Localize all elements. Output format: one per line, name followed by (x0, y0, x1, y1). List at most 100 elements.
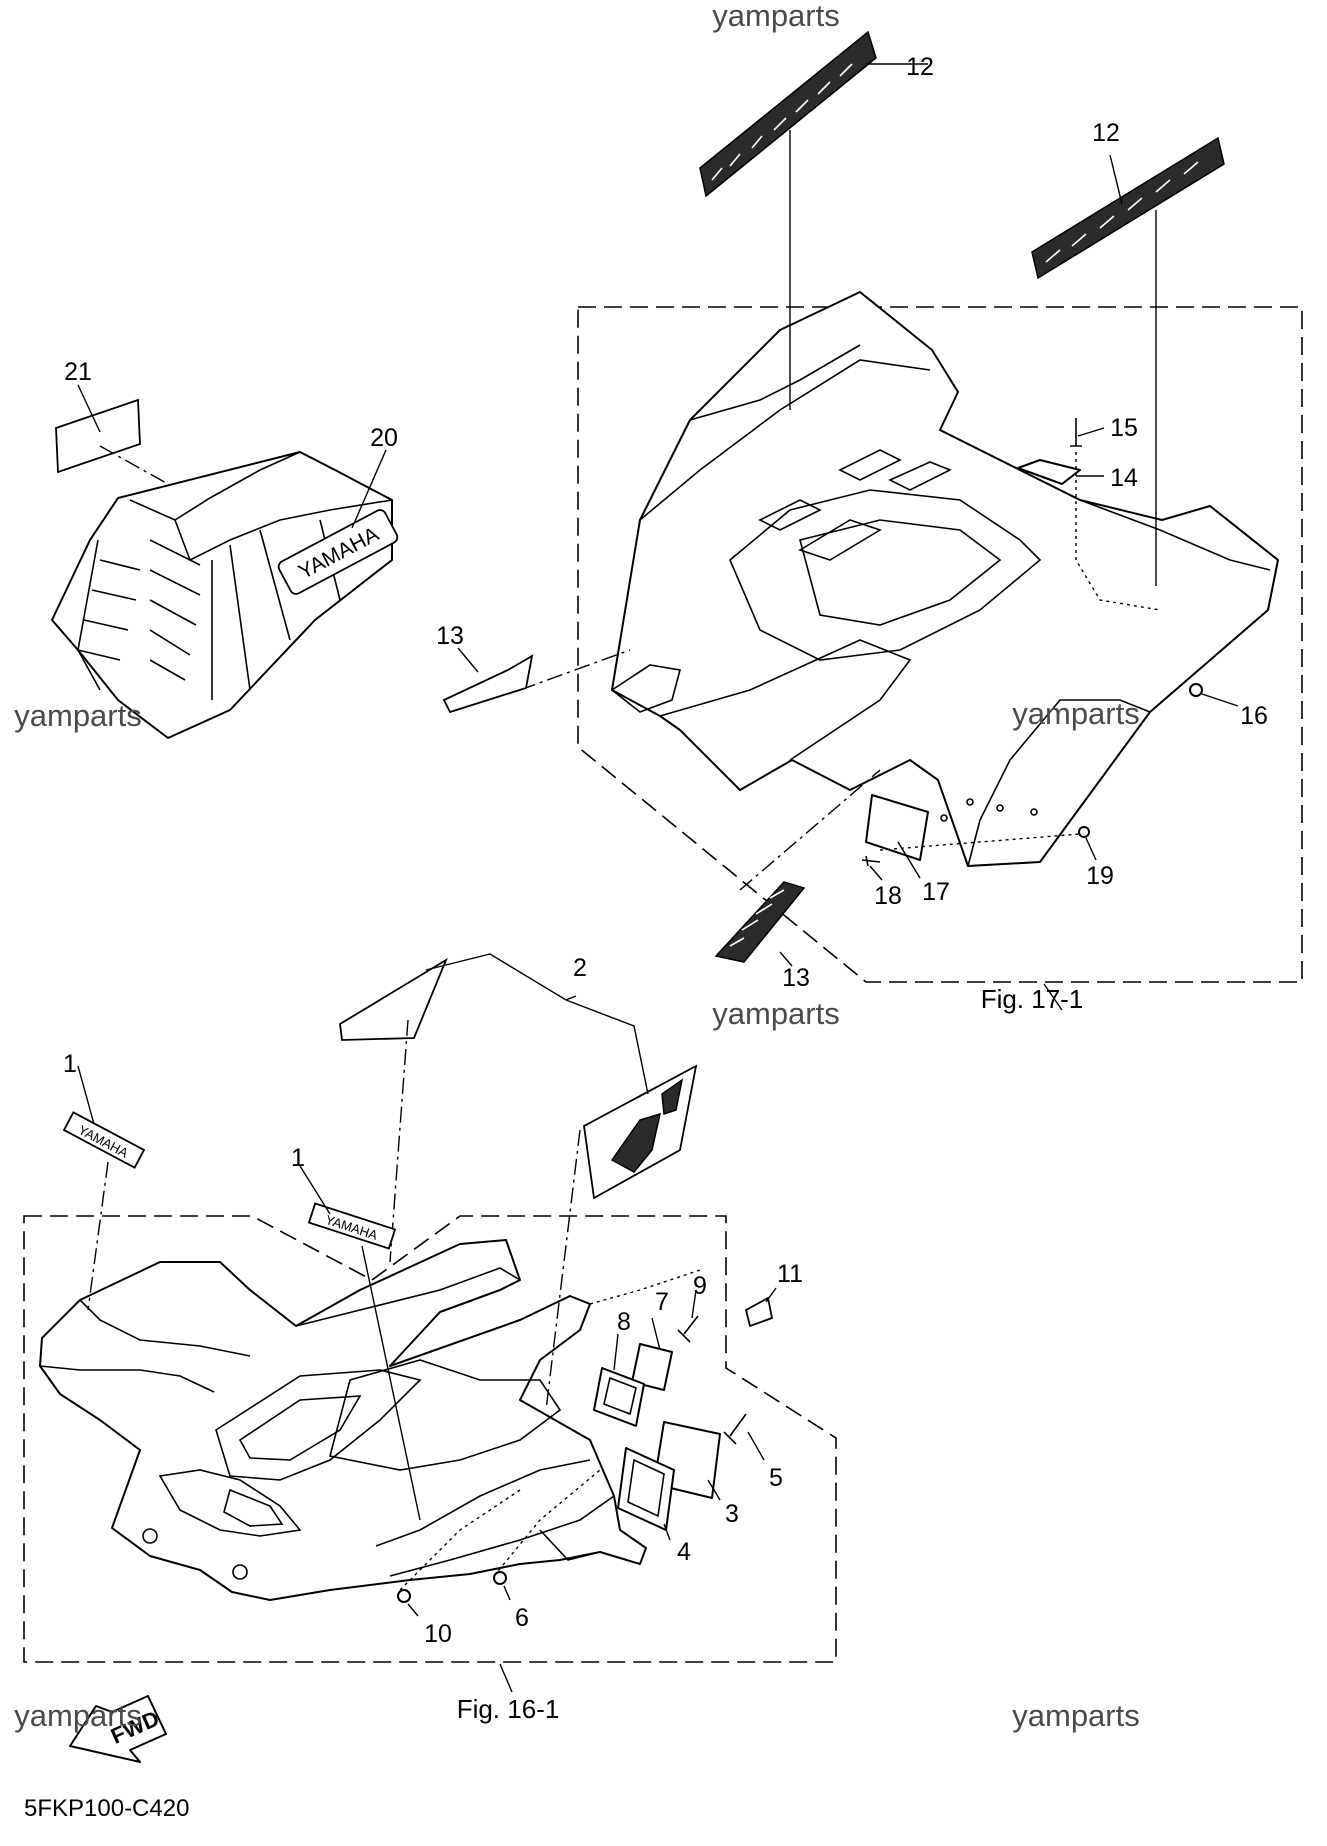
leader-19-dotted (879, 833, 1081, 851)
leader-2 (425, 953, 649, 1095)
leader-16 (1201, 693, 1239, 707)
watermark: yamparts (1012, 1698, 1139, 1733)
callout-19: 19 (1086, 862, 1114, 890)
screw-5 (723, 1413, 747, 1445)
leader-12-right (1109, 154, 1123, 205)
bracket-4-inner (627, 1458, 665, 1518)
screw-18 (861, 855, 881, 867)
rear-fender-left-wing (639, 344, 931, 521)
callout-10: 10 (424, 1620, 452, 1648)
grommet-16 (1189, 683, 1203, 697)
decal-12-right-lettering (1045, 161, 1199, 263)
decal-12-top (699, 30, 928, 198)
fwd-arrow-shape (69, 1695, 167, 1763)
decal-13-bottom (714, 881, 806, 967)
yamaha-decal-1a: YAMAHA (62, 1111, 146, 1169)
leader-13a-chain (519, 649, 631, 691)
rear-fender-hole (940, 814, 948, 822)
leader-1a (77, 1065, 95, 1125)
leader-1b-line (361, 1245, 421, 1521)
front-panel-top-edge (129, 451, 393, 562)
leader-dotted-fig16 (399, 1269, 701, 1591)
decal-11 (744, 1296, 774, 1328)
decal-12-right-shape (1031, 136, 1225, 280)
leader-9 (691, 1289, 697, 1319)
rear-fender-hole (1030, 808, 1038, 816)
fig-17-boundary (577, 306, 1303, 983)
leader-13-left (457, 647, 479, 673)
decal-13-bottom-shape (714, 881, 806, 963)
callout-17: 17 (922, 878, 950, 906)
front-fender-top-edge (295, 1267, 521, 1327)
watermark: yamparts (1012, 696, 1139, 731)
leader-13-bottom (779, 951, 793, 967)
callout-12-right: 12 (1092, 119, 1120, 147)
screw-9 (677, 1315, 699, 1343)
bracket-8 (593, 1367, 645, 1427)
leader-1b (299, 1165, 331, 1215)
rear-fender-hole (996, 804, 1004, 812)
front-fender-cavity (215, 1369, 422, 1481)
front-fender (39, 1239, 647, 1601)
callout-14: 14 (1110, 464, 1138, 492)
plate-7 (631, 1343, 673, 1391)
callout-13-left: 13 (436, 622, 464, 650)
leader-21-chain (99, 445, 169, 485)
decal-2-left (339, 957, 448, 1041)
callout-11: 11 (777, 1260, 803, 1288)
nut-6 (493, 1571, 507, 1585)
figure-label-17-1: Fig. 17-1 (981, 984, 1084, 1014)
clip-19 (1078, 826, 1090, 838)
figure-label-16-1: Fig. 16-1 (457, 1694, 560, 1724)
rear-fender-vents (758, 449, 952, 561)
callout-18: 18 (874, 882, 902, 910)
leader-19 (1085, 837, 1097, 861)
watermark: yamparts (712, 996, 839, 1031)
leader-4 (663, 1523, 671, 1541)
decal-21 (55, 398, 141, 474)
fwd-arrow: FWD (69, 1695, 167, 1763)
front-fender-hole (232, 1564, 248, 1580)
rear-fender (611, 291, 1279, 867)
fig-16-boundary (23, 1215, 837, 1663)
leader-8 (613, 1333, 619, 1371)
front-fender-center (329, 1359, 562, 1471)
watermark: yamparts (14, 1698, 141, 1733)
callout-16: 16 (1240, 702, 1268, 730)
callout-1-left: 1 (63, 1050, 77, 1078)
front-fender-right-wing (375, 1459, 615, 1577)
bracket-8-inner (603, 1376, 637, 1416)
leader-2-left-chain (389, 1019, 409, 1263)
front-fender-hole (142, 1528, 158, 1544)
bracket-14 (1017, 459, 1081, 485)
leader-15 (1077, 427, 1105, 437)
callout-12-top: 12 (906, 53, 934, 81)
decal-12-top-shape (699, 30, 877, 198)
leader-7 (651, 1317, 661, 1351)
leader-15-dotted (1075, 452, 1161, 611)
rear-fender-left-tab (610, 664, 681, 713)
fig-17-group (519, 130, 1303, 1011)
decal-12-top-lettering (711, 63, 853, 181)
leader-21 (77, 384, 101, 433)
decal-12-right (1031, 136, 1225, 280)
rear-fender-mudflap (659, 639, 912, 761)
reflector-plate-17 (865, 794, 929, 861)
watermark: yamparts (712, 0, 839, 33)
rear-fender-seat-recess (729, 489, 1042, 661)
leader-18 (869, 865, 883, 881)
watermark: yamparts (14, 698, 141, 733)
front-panel-slats (77, 539, 213, 700)
callout-1-center: 1 (291, 1144, 305, 1172)
bolt-15 (1070, 418, 1082, 447)
decal-2-right-graphic (610, 1078, 684, 1173)
front-fender-headlight-recess (158, 1469, 302, 1537)
callout-2: 2 (573, 954, 587, 982)
callout-5: 5 (769, 1464, 783, 1492)
decal-13-left (442, 654, 534, 714)
leader-2-right-chain (545, 1129, 581, 1411)
decal-2-group (339, 953, 698, 1411)
front-panel-group: YAMAHA (51, 384, 399, 739)
leader-3 (707, 1479, 721, 1501)
callout-7: 7 (655, 1288, 669, 1316)
